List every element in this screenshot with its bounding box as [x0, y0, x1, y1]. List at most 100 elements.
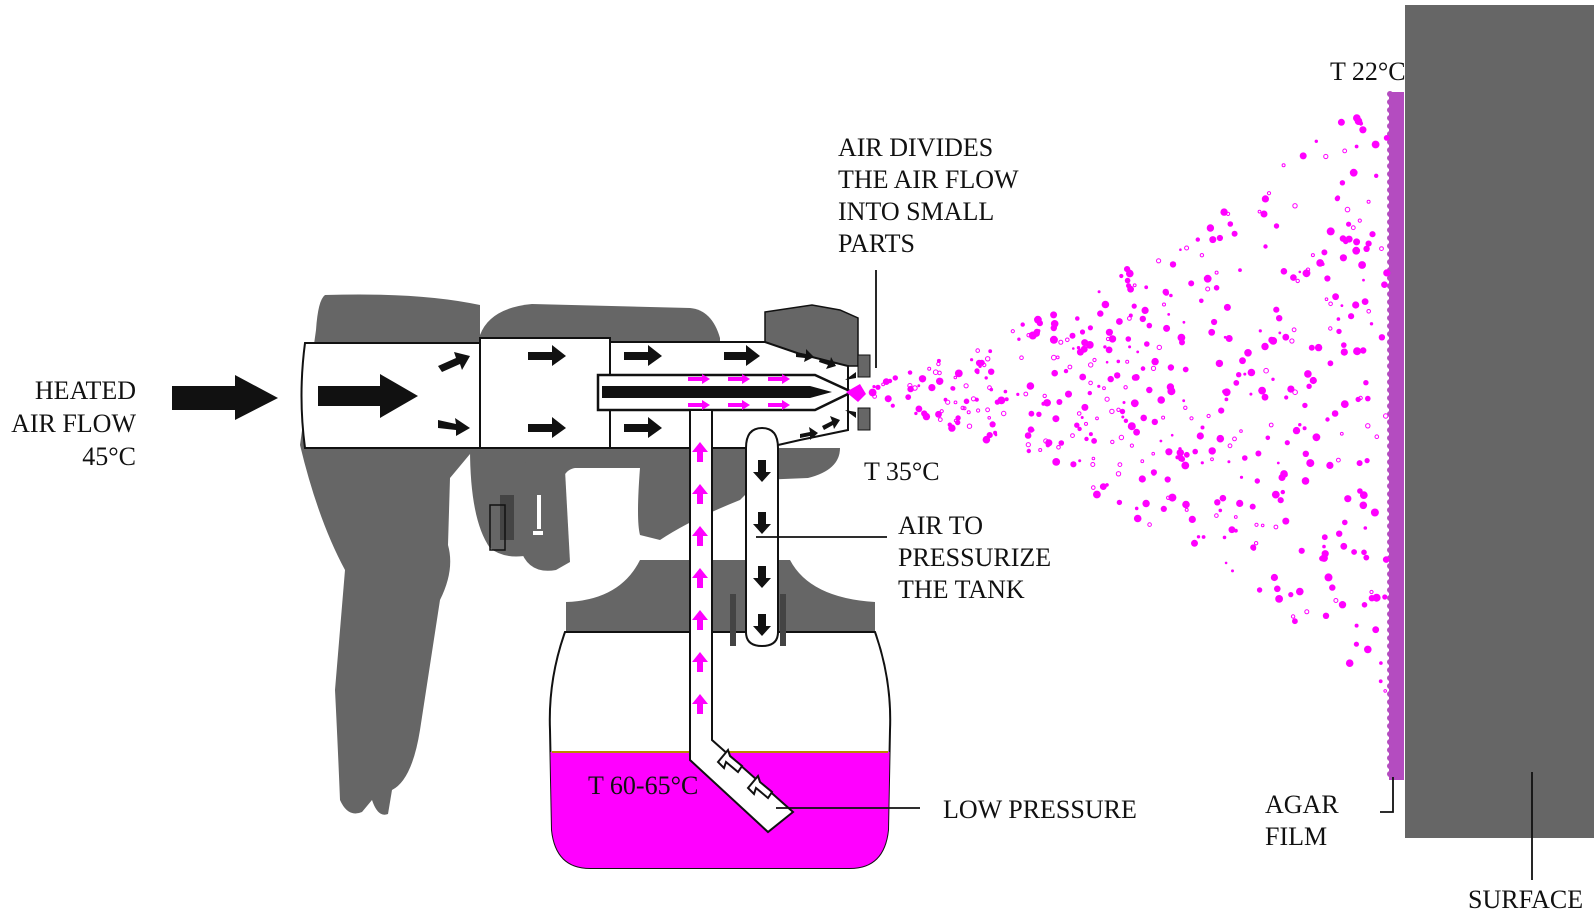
nozzle-temperature-label: T 35°C	[864, 457, 940, 486]
spray-droplet	[1026, 448, 1032, 454]
spray-droplet	[868, 388, 877, 397]
spray-droplet	[1333, 598, 1339, 603]
right-arrow-icon	[528, 345, 566, 366]
spray-droplet	[1233, 515, 1238, 519]
spray-droplet	[1336, 530, 1343, 537]
spray-droplet	[1167, 313, 1171, 316]
spray-droplet	[1196, 535, 1201, 539]
spray-droplet	[1284, 440, 1290, 446]
spray-droplet	[936, 377, 944, 385]
spray-droplet	[905, 394, 912, 400]
film-bump	[1387, 539, 1393, 545]
air-to-pressurize-line-2: PRESSURIZE	[898, 543, 1051, 572]
spray-droplet	[1350, 225, 1356, 231]
spray-droplet	[1356, 460, 1363, 467]
spray-droplet	[1132, 283, 1137, 288]
film-bump	[1387, 611, 1393, 617]
spray-droplet	[1361, 549, 1367, 556]
spray-droplet	[1363, 380, 1369, 386]
spray-droplet	[1075, 316, 1080, 321]
spray-droplet	[1184, 245, 1190, 251]
spray-droplet	[1323, 153, 1329, 160]
spray-droplet	[1010, 329, 1015, 334]
spray-droplet	[1169, 261, 1177, 268]
agar-film-layer	[1389, 92, 1404, 780]
spray-droplet	[1312, 433, 1321, 442]
spray-droplet	[1058, 339, 1064, 345]
spray-droplet	[1119, 273, 1124, 279]
spray-droplet	[1231, 569, 1234, 573]
spray-droplet	[988, 349, 993, 354]
spray-droplet	[1361, 602, 1368, 608]
spray-droplet	[1273, 524, 1279, 530]
spray-droplet	[1344, 495, 1352, 503]
right-arrow-icon	[438, 352, 470, 372]
spray-droplet	[1043, 438, 1049, 444]
spray-droplet	[1342, 148, 1348, 154]
spray-droplet	[953, 400, 958, 405]
film-bump	[1387, 443, 1393, 449]
spray-droplet	[1199, 298, 1204, 304]
pressure-arrow	[753, 512, 771, 534]
spray-droplet	[1352, 301, 1360, 309]
right-arrow-icon	[822, 416, 840, 430]
spray-droplet	[1249, 503, 1256, 510]
spray-droplet	[1183, 451, 1190, 458]
spray-droplet	[1105, 346, 1113, 354]
spray-droplet	[1276, 461, 1280, 465]
spray-droplet	[1026, 382, 1035, 390]
spray-droplet	[1104, 396, 1110, 402]
spray-droplet	[875, 384, 881, 390]
spray-droplet	[989, 421, 996, 428]
spray-droplet	[1105, 360, 1109, 364]
film-bump	[1387, 331, 1393, 337]
spray-droplet	[1306, 459, 1315, 468]
heated-air-flow-line-1: HEATED	[35, 376, 136, 405]
film-bump	[1387, 123, 1393, 129]
film-bump	[1387, 275, 1393, 281]
spray-droplet	[1381, 281, 1388, 289]
spray-droplet	[1366, 309, 1371, 314]
spray-droplet	[1164, 477, 1170, 482]
spray-droplet	[948, 424, 956, 432]
spray-droplet	[1191, 539, 1198, 547]
spray-droplet	[1357, 218, 1362, 223]
air-divides-label: AIR DIVIDES THE AIR FLOW INTO SMALL PART…	[838, 133, 1019, 258]
spray-droplet	[1065, 337, 1070, 343]
film-bump	[1387, 347, 1393, 353]
spray-droplet	[1382, 556, 1390, 563]
spray-droplet	[982, 435, 991, 444]
spray-droplet	[1298, 423, 1302, 427]
spray-droplet	[1283, 472, 1288, 478]
spray-droplet	[1339, 180, 1346, 186]
film-bump	[1387, 635, 1393, 641]
spray-droplet	[1231, 230, 1238, 237]
spray-droplet	[1049, 335, 1058, 344]
spray-droplet	[1126, 283, 1132, 289]
spray-droplet	[988, 368, 995, 375]
spray-droplet	[1211, 318, 1218, 326]
film-bump	[1387, 291, 1393, 297]
spray-droplet	[1214, 513, 1219, 518]
spray-droplet	[1058, 440, 1065, 446]
spray-droplet	[1232, 436, 1237, 442]
spray-droplet	[1208, 447, 1216, 455]
spray-droplet	[1078, 459, 1082, 463]
spray-droplet	[1087, 325, 1093, 331]
spray-droplet	[1088, 362, 1094, 368]
film-bump	[1387, 235, 1393, 241]
spray-droplet	[1359, 126, 1367, 134]
spray-droplet	[1192, 448, 1198, 455]
spray-droplet	[1084, 421, 1088, 426]
film-bump	[1387, 315, 1393, 321]
heated-air-flow-line-2: AIR FLOW	[11, 409, 136, 438]
spray-droplet	[1024, 432, 1032, 439]
film-bump	[1387, 531, 1393, 537]
spray-droplet	[1338, 601, 1347, 609]
spray-droplet	[922, 412, 931, 421]
spray-droplet	[1340, 348, 1348, 356]
spray-droplet	[1182, 366, 1189, 373]
spray-droplet	[1266, 191, 1272, 196]
film-bump	[1387, 643, 1393, 649]
spray-droplet	[1199, 253, 1205, 258]
